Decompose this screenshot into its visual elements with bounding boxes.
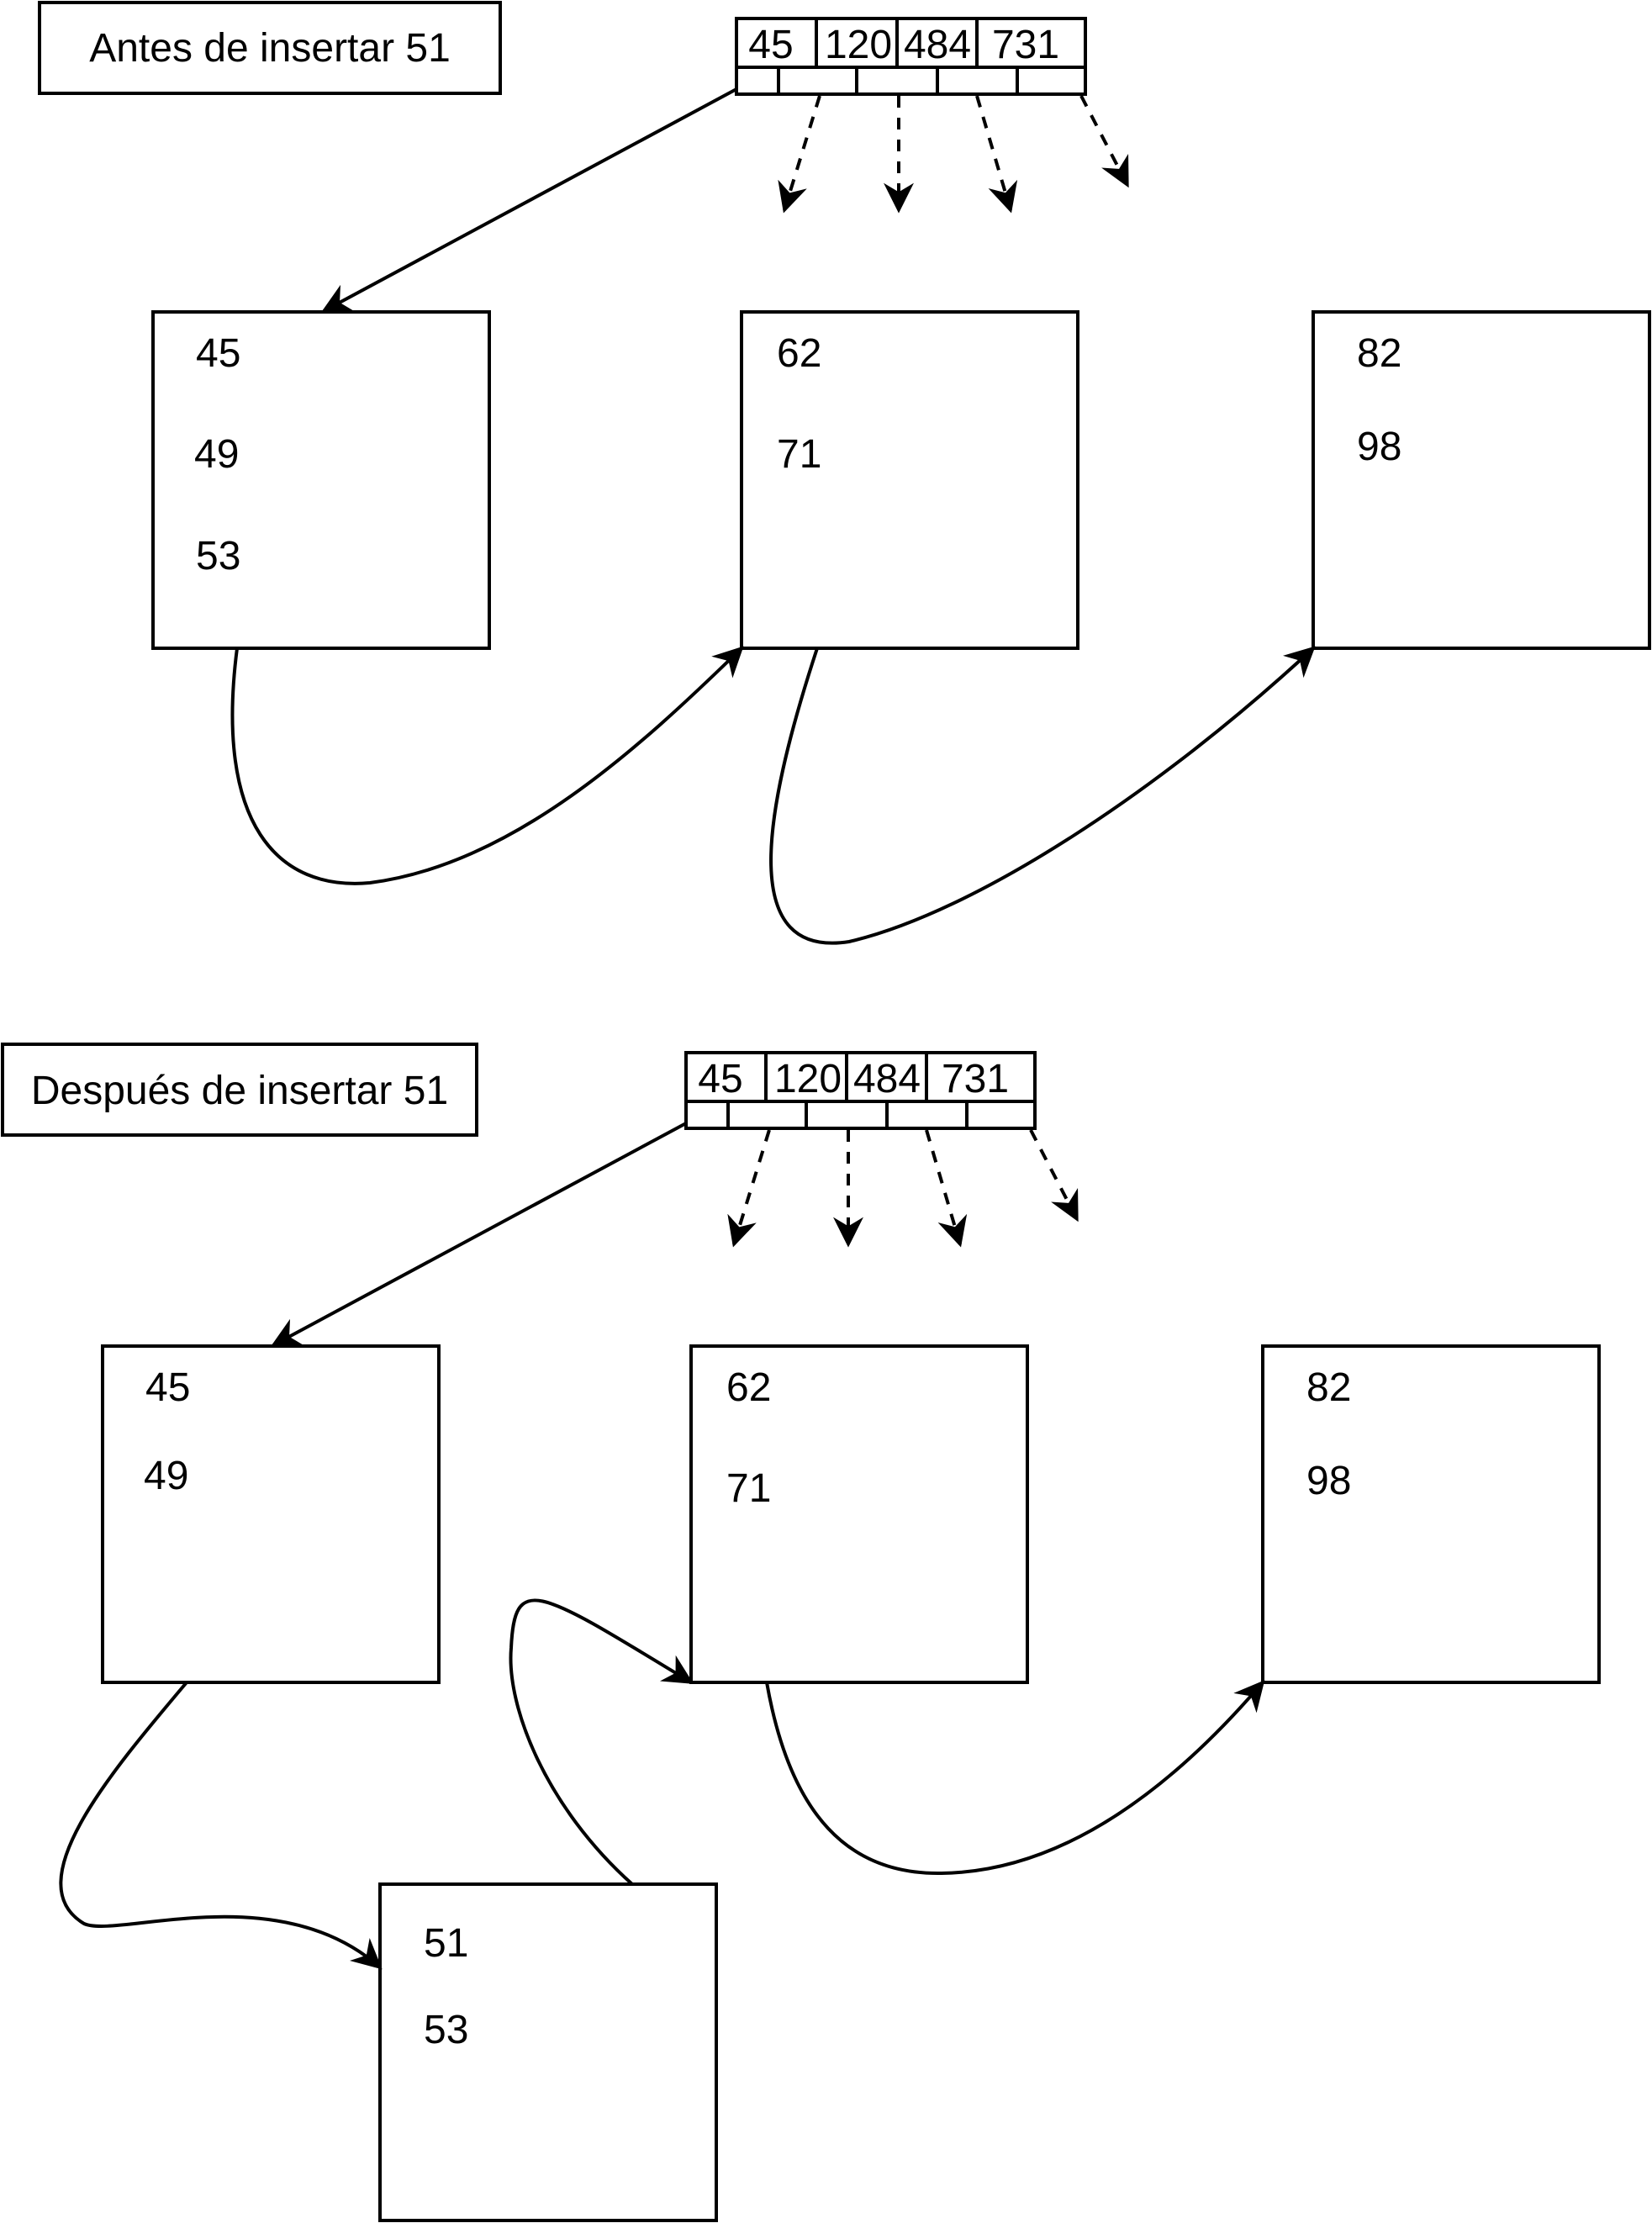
before-sibling-link bbox=[769, 646, 1316, 945]
after-title: Después de insertar 51 bbox=[31, 1069, 448, 1113]
after-leaf-node: 82 98 bbox=[1261, 1344, 1601, 1684]
before-index-node: 45 120 484 731 bbox=[735, 17, 1087, 96]
leaf-value: 45 bbox=[145, 1365, 190, 1410]
before-title: Antes de insertar 51 bbox=[89, 26, 451, 71]
leaf-value: 45 bbox=[196, 331, 240, 376]
after-sibling-link bbox=[59, 1681, 383, 1970]
before-dashed-pointer bbox=[778, 95, 821, 214]
before-leaf-node: 82 98 bbox=[1312, 310, 1651, 650]
leaf-value: 82 bbox=[1357, 331, 1401, 376]
before-title-frame bbox=[38, 1, 502, 95]
after-sibling-link bbox=[509, 1598, 694, 1886]
after-leaf-node: 45 49 bbox=[101, 1344, 441, 1684]
after-pointer-arrow bbox=[270, 1122, 687, 1347]
after-new-leaf-node: 51 53 bbox=[378, 1882, 718, 2222]
leaf-value: 51 bbox=[424, 1921, 468, 1966]
after-index-frame bbox=[684, 1051, 1037, 1130]
after-index-key: 731 bbox=[942, 1057, 1009, 1101]
leaf-value: 82 bbox=[1306, 1365, 1351, 1410]
before-index-frame bbox=[735, 17, 1087, 96]
after-index-key: 484 bbox=[853, 1057, 921, 1101]
after-section: Después de insertar 51 45 120 484 731 bbox=[1, 1043, 1601, 2222]
leaf-value: 71 bbox=[726, 1466, 771, 1511]
before-leaf-node: 62 71 bbox=[740, 310, 1079, 650]
after-title-frame bbox=[1, 1043, 478, 1137]
before-sibling-link bbox=[230, 646, 744, 885]
after-leaf-node: 62 71 bbox=[689, 1344, 1029, 1684]
leaf-value: 98 bbox=[1306, 1459, 1351, 1503]
after-title-box: Después de insertar 51 bbox=[1, 1043, 478, 1137]
leaf-value: 53 bbox=[196, 534, 240, 578]
after-sibling-link bbox=[765, 1680, 1265, 1876]
leaf-value: 71 bbox=[777, 432, 821, 477]
after-dashed-pointer bbox=[727, 1129, 771, 1248]
before-section: Antes de insertar 51 45 120 484 731 4 bbox=[38, 1, 1651, 945]
before-dashed-pointer bbox=[975, 95, 1018, 214]
before-dashed-pointer bbox=[1079, 95, 1129, 188]
leaf-value: 98 bbox=[1357, 425, 1401, 469]
after-index-node: 45 120 484 731 bbox=[684, 1051, 1037, 1130]
leaf-value: 62 bbox=[777, 331, 821, 376]
after-dashed-pointer bbox=[1029, 1129, 1079, 1222]
after-dashed-pointer bbox=[925, 1129, 968, 1248]
before-leaf-node: 45 49 53 bbox=[151, 310, 491, 650]
after-index-key: 120 bbox=[774, 1057, 842, 1101]
leaf-value: 49 bbox=[144, 1454, 188, 1498]
after-index-key: 45 bbox=[698, 1057, 742, 1101]
leaf-value: 49 bbox=[194, 432, 239, 477]
before-index-key: 731 bbox=[992, 23, 1059, 67]
before-pointer-arrow bbox=[320, 87, 737, 313]
before-index-key: 45 bbox=[748, 23, 793, 67]
before-index-key: 484 bbox=[904, 23, 971, 67]
before-title-box: Antes de insertar 51 bbox=[38, 1, 502, 95]
leaf-value: 62 bbox=[726, 1365, 771, 1410]
leaf-value: 53 bbox=[424, 2008, 468, 2052]
before-index-key: 120 bbox=[825, 23, 892, 67]
